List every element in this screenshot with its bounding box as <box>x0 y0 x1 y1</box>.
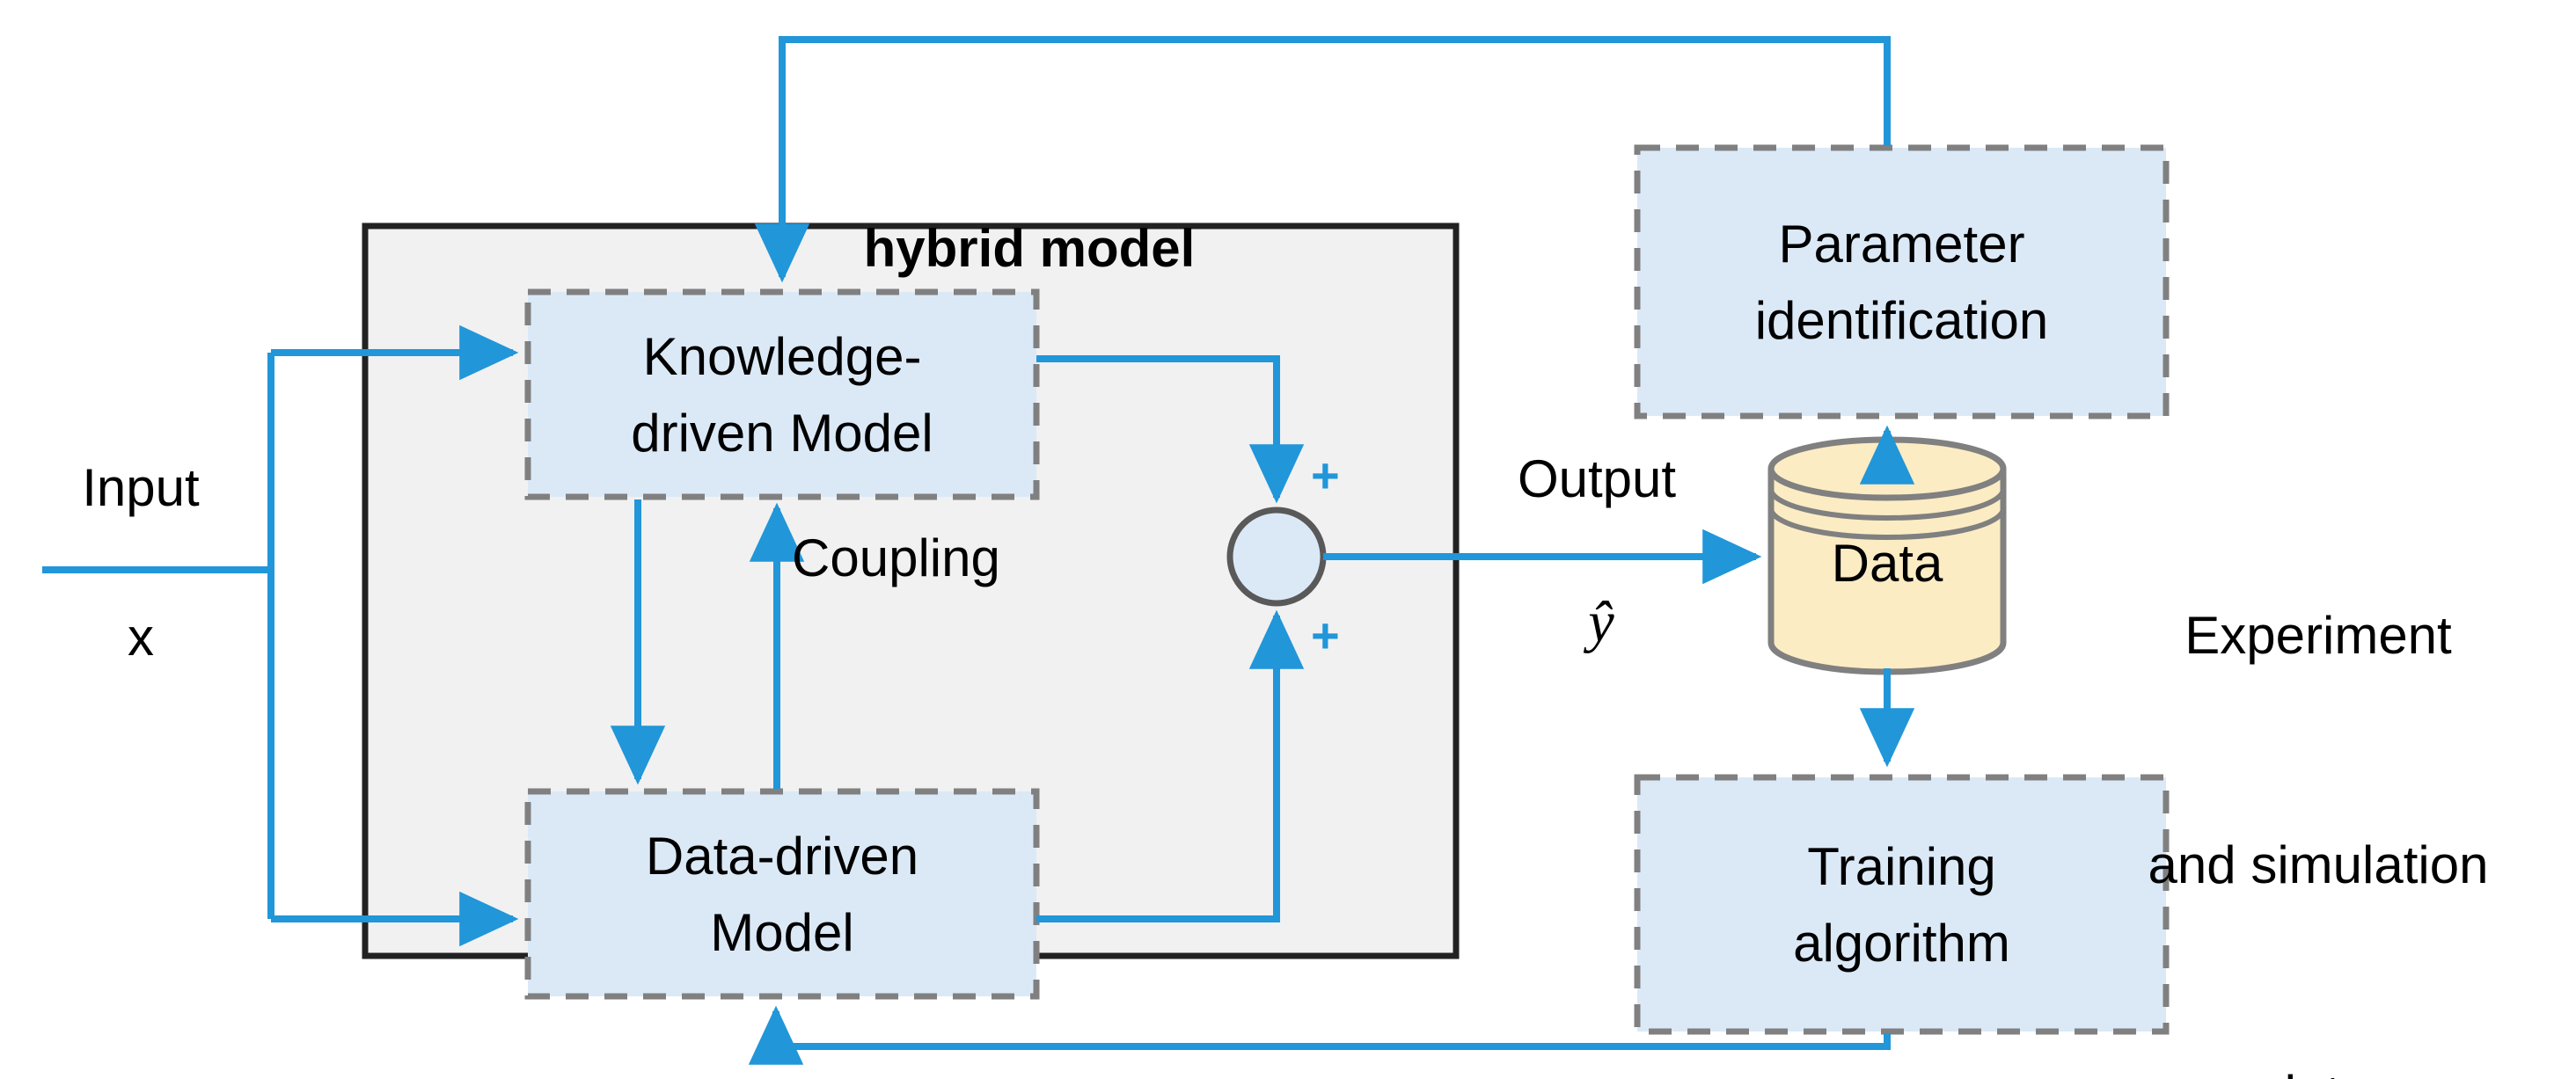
database-cylinder-icon[interactable] <box>1767 436 2007 675</box>
output-variable-label: ŷ <box>1588 590 1614 654</box>
knowledge-model-line1: Knowledge- <box>642 326 922 386</box>
data-driven-model-label: Data-driven Model <box>528 791 1036 996</box>
parameter-identification-line2: identification <box>1754 290 2049 350</box>
knowledge-model-line2: driven Model <box>631 403 933 463</box>
parameter-identification-feedback-arrow <box>754 36 1891 283</box>
data-model-line2: Model <box>710 902 854 962</box>
plus-bottom-sign: + <box>1311 608 1340 663</box>
knowledge-driven-model-label: Knowledge- driven Model <box>528 292 1036 497</box>
data-model-line1: Data-driven <box>645 826 919 886</box>
data-store-label: Data <box>1771 519 2003 607</box>
training-algorithm-feedback-arrow <box>748 1005 1891 1065</box>
knowledge-model-to-sum-arrow <box>1036 355 1305 504</box>
training-algorithm-label: Training algorithm <box>1637 777 2166 1032</box>
data-model-to-sum-arrow <box>1036 609 1305 922</box>
training-algorithm-line1: Training <box>1807 836 1996 896</box>
data-driven-model-node[interactable] <box>524 788 1040 1000</box>
training-algorithm-node[interactable] <box>1634 774 2170 1035</box>
training-algorithm-line2: algorithm <box>1793 913 2010 973</box>
summing-junction-icon[interactable] <box>1226 507 1327 607</box>
parameter-identification-line1: Parameter <box>1778 214 2025 273</box>
parameter-identification-label: Parameter identification <box>1637 148 2166 416</box>
parameter-identification-node[interactable] <box>1634 144 2170 419</box>
data-store-text: Data <box>1831 533 1943 593</box>
knowledge-driven-model-node[interactable] <box>524 288 1040 500</box>
plus-top-sign: + <box>1311 448 1340 503</box>
